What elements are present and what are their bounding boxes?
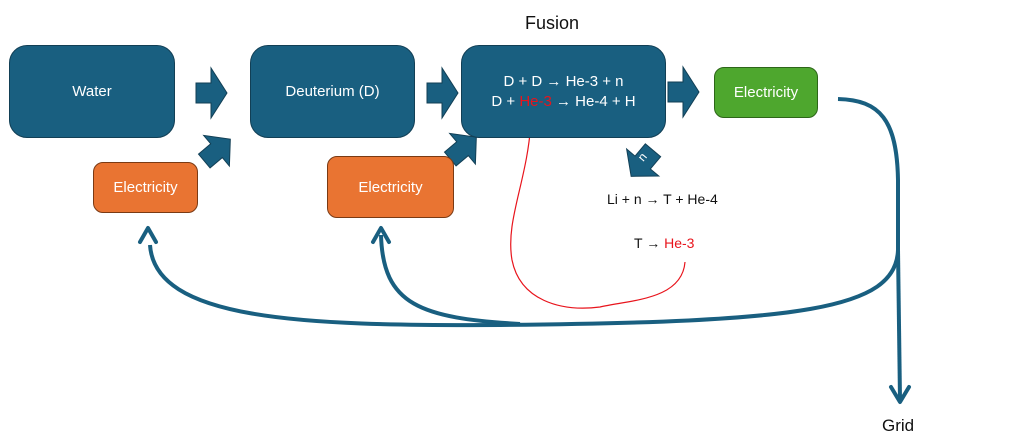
breeding-reaction-1: Li + n → T + He-4 — [607, 191, 718, 207]
reaction-arrow-icon: → — [556, 92, 571, 110]
grid-arrow-line — [896, 249, 902, 401]
reaction-1-reactants: D + D — [503, 72, 543, 90]
arrowhead-down-grid — [889, 385, 911, 404]
he3-highlight: He-3 — [519, 92, 552, 110]
fusion-node: D + D → He-3 + n D + He-3 → He-4 + H — [461, 45, 666, 138]
breeding-1-reactants: Li + n — [607, 191, 642, 207]
neutron-block-arrow — [625, 143, 662, 177]
fusion-reaction-1: D + D → He-3 + n — [503, 72, 623, 92]
block-arrow-fusion-to-electricity — [667, 65, 700, 119]
grid-label: Grid — [882, 416, 915, 435]
deuterium-node: Deuterium (D) — [250, 45, 415, 138]
breeding-reaction-2: T → He-3 — [634, 235, 694, 251]
reaction-arrow-icon: → — [645, 191, 660, 207]
he3-product-highlight: He-3 — [664, 235, 695, 251]
electricity-output-node: Electricity — [714, 67, 818, 118]
block-arrow-deuterium-to-fusion — [426, 66, 459, 120]
fusion-title: Fusion — [525, 13, 580, 33]
block-arrow-water-to-deuterium — [195, 66, 228, 120]
electricity-input-node-2: Electricity — [327, 156, 454, 218]
electricity-input-node-1: Electricity — [93, 162, 198, 213]
water-label: Water — [72, 83, 112, 100]
electricity-output-curve — [148, 97, 900, 328]
feedback-curve-to-electricity-2 — [379, 234, 521, 326]
reaction-2-products: He-4 + H — [575, 92, 636, 110]
arrowhead-up-electricity-1 — [138, 226, 158, 244]
tritium: T — [634, 235, 643, 251]
deuterium-label: Deuterium (D) — [285, 83, 380, 100]
water-node: Water — [9, 45, 175, 138]
he3-recycle-arrow — [510, 119, 686, 309]
electricity-input-2-label: Electricity — [358, 178, 423, 196]
reaction-1-products: He-3 + n — [565, 72, 624, 90]
electricity-output-label: Electricity — [733, 84, 799, 101]
breeding-1-products: T + He-4 — [663, 191, 718, 207]
block-arrow-electricity2-to-deuterium — [443, 132, 477, 167]
arrowhead-up-electricity-2 — [371, 226, 391, 244]
fusion-reaction-2: D + He-3 → He-4 + H — [491, 92, 635, 112]
reaction-2-reactant: D + — [491, 92, 520, 110]
reaction-arrow-icon: → — [646, 235, 661, 251]
electricity-input-1-label: Electricity — [113, 179, 178, 196]
reaction-arrow-icon: → — [546, 72, 562, 90]
block-arrow-electricity1-to-water — [197, 134, 231, 169]
